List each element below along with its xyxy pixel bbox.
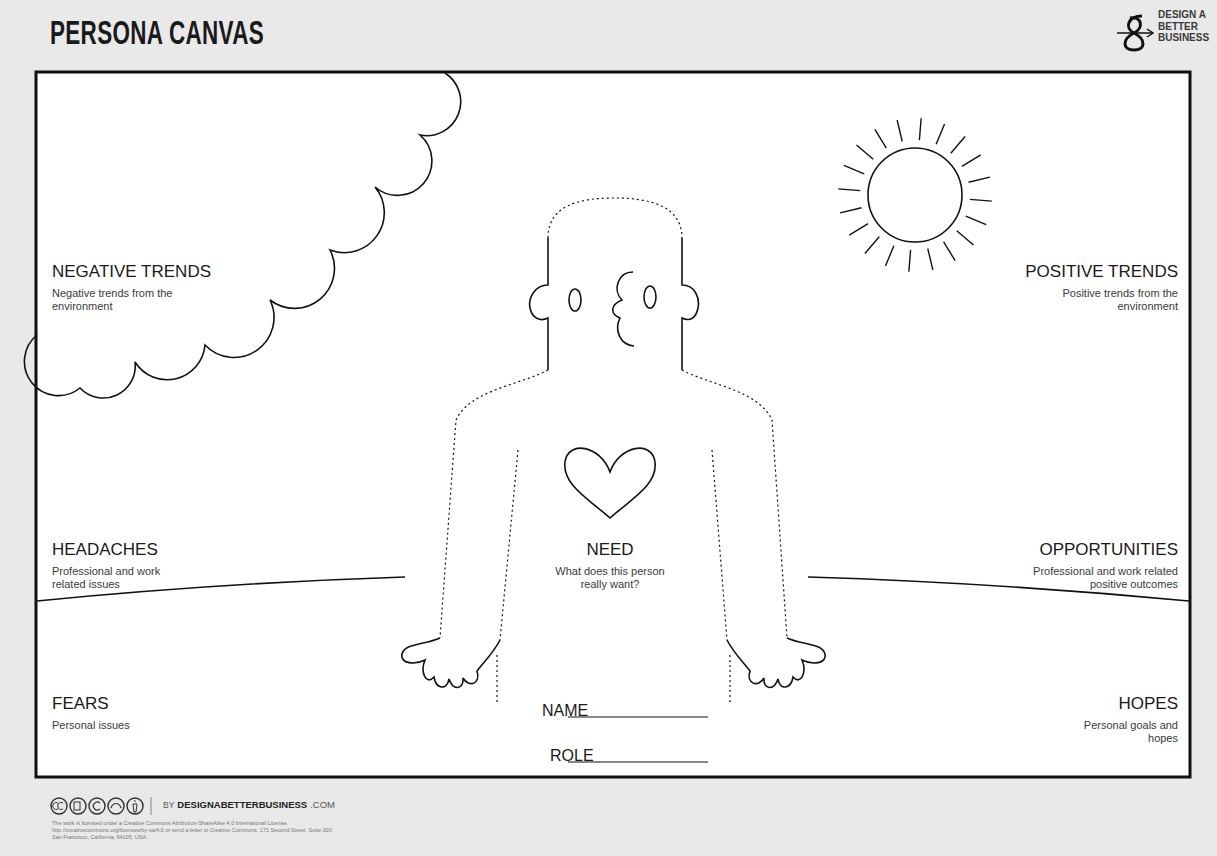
- section-description: Personal issues: [52, 719, 252, 732]
- logo-arrow: [1147, 29, 1153, 37]
- body-outline: [496, 655, 497, 705]
- section-heading: HEADACHES: [52, 540, 252, 560]
- field-label: ROLE: [550, 746, 610, 765]
- sun-ray: [840, 208, 861, 213]
- credit-prefix: BY: [163, 800, 174, 810]
- sun-ray: [919, 118, 921, 140]
- credit-brand: DESIGNABETTERBUSINESS: [177, 799, 307, 810]
- body-outline: [729, 655, 730, 705]
- body-outline: [440, 370, 787, 705]
- credit-suffix: .COM: [310, 799, 335, 810]
- person-figure: [402, 198, 825, 705]
- license-icon: [51, 798, 67, 814]
- sun-ray: [865, 237, 879, 254]
- head-outline: [548, 198, 682, 238]
- section-heading: NEED: [510, 540, 710, 560]
- head-side: [682, 238, 698, 370]
- section-heading: FEARS: [52, 694, 252, 714]
- sun-ray: [951, 137, 965, 154]
- section-heading: OPPORTUNITIES: [958, 540, 1178, 560]
- sun-ray: [885, 246, 893, 266]
- sun-ray: [966, 216, 986, 224]
- license-icon: [53, 803, 63, 810]
- sun-ray: [849, 224, 868, 235]
- license-icon: [133, 800, 137, 812]
- arm-outline: [682, 370, 787, 638]
- section-description: What does this person really want?: [543, 565, 678, 591]
- heart-symbol: [565, 448, 655, 518]
- eye: [569, 289, 581, 311]
- sun-ray: [875, 129, 886, 148]
- sun-disc: [868, 148, 962, 242]
- sun-ray: [944, 242, 955, 261]
- eye: [644, 286, 656, 308]
- arm-outline: [500, 450, 518, 640]
- sun-ray: [957, 231, 974, 245]
- license-icon: [89, 798, 105, 814]
- arm-outline: [440, 370, 548, 638]
- sun-ray: [857, 145, 874, 159]
- sun-ray: [928, 248, 933, 269]
- arm-outline: [712, 450, 727, 640]
- logo-arrow: [1117, 32, 1152, 34]
- license-icon: [70, 798, 86, 814]
- sun-ray: [897, 120, 902, 141]
- field-label: NAME: [542, 701, 602, 720]
- section-heading: NEGATIVE TRENDS: [52, 262, 272, 282]
- sun-ray: [962, 155, 981, 166]
- canvas-frame: [36, 72, 1190, 777]
- sun-symbol: [838, 118, 992, 272]
- cloud-symbol: [24, 73, 460, 398]
- head-side: [530, 238, 548, 370]
- nose: [613, 272, 634, 346]
- license-icon: [111, 804, 121, 809]
- license-icon: [127, 798, 143, 814]
- hand: [402, 638, 500, 688]
- section-description: Professional and work related positive o…: [1003, 565, 1178, 591]
- separator-line: [151, 797, 152, 815]
- section-description: Professional and work related issues: [52, 565, 182, 591]
- hand: [727, 638, 825, 688]
- license-icon: [108, 798, 124, 814]
- section-description: Positive trends from the environment: [1028, 287, 1178, 313]
- sun-ray: [844, 165, 864, 173]
- sun-ray: [838, 189, 860, 191]
- section-description: Personal goals and hopes: [1063, 719, 1178, 745]
- license-text: The work is licensed under a Creative Co…: [52, 820, 337, 841]
- field-line: [568, 716, 708, 717]
- section-heading: HOPES: [978, 694, 1178, 714]
- license-icon: [93, 802, 100, 810]
- sun-ray: [936, 124, 944, 144]
- sun-ray: [970, 199, 992, 201]
- footer-credit: BYDESIGNABETTERBUSINESS.COM: [163, 799, 335, 810]
- logo-wordmark: DESIGN A BETTER BUSINESS: [1158, 9, 1217, 44]
- section-description: Negative trends from the environment: [52, 287, 202, 313]
- section-heading: POSITIVE TRENDS: [958, 262, 1178, 282]
- license-icons: [51, 797, 151, 815]
- logo-symbol: [1117, 16, 1153, 50]
- sun-ray: [968, 177, 989, 182]
- license-icon: [74, 802, 80, 810]
- canvas-title: PERSONA CANVAS: [50, 13, 264, 52]
- sun-ray: [909, 250, 911, 272]
